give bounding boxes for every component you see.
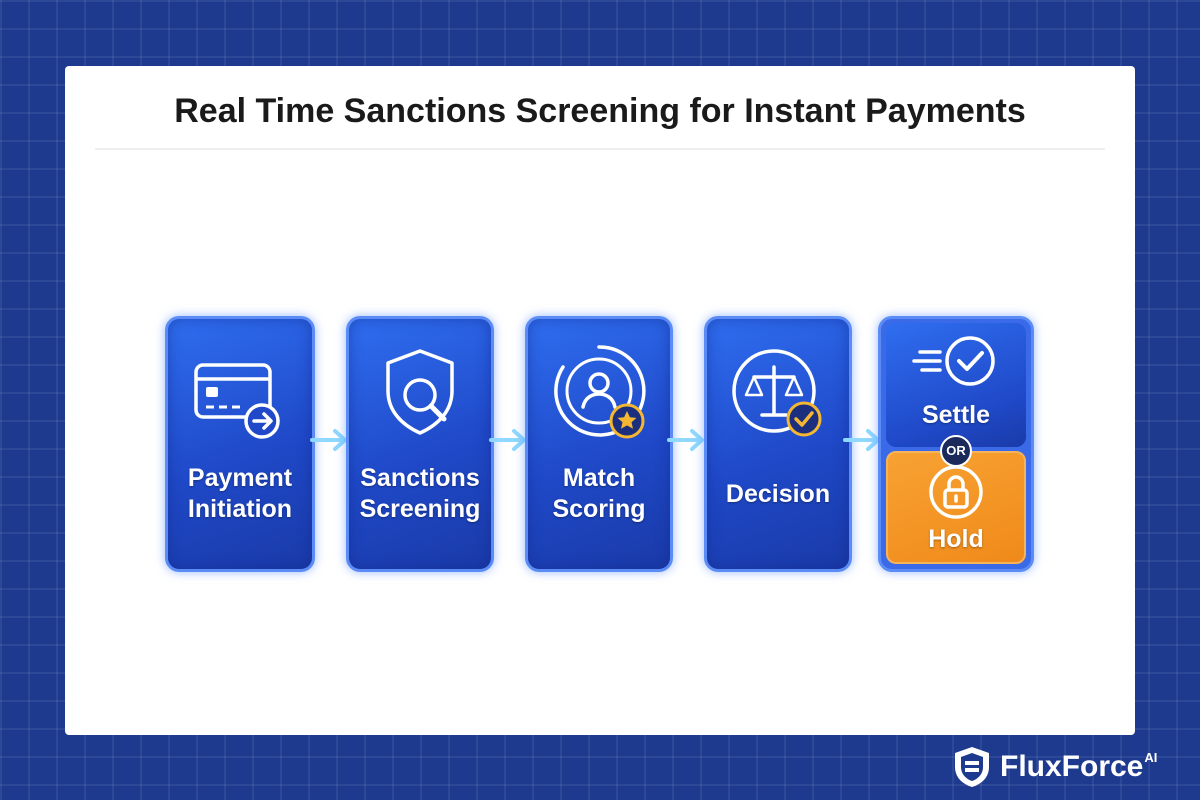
outcome-settle: Settle xyxy=(886,323,1026,447)
outcome-hold: Hold xyxy=(886,451,1026,564)
brand-logo: FluxForce AI xyxy=(952,742,1157,792)
shield-logo-icon xyxy=(955,747,989,787)
arrow-right-icon xyxy=(310,429,347,451)
title-divider xyxy=(95,148,1105,150)
arrow-right-icon xyxy=(843,429,880,451)
scales-check-icon xyxy=(707,343,849,447)
hold-label: Hold xyxy=(928,525,984,553)
brand-name: FluxForce xyxy=(1000,750,1144,783)
lock-icon xyxy=(888,463,1024,521)
settle-label: Settle xyxy=(921,401,991,429)
shield-search-icon xyxy=(349,345,491,441)
step-label: Decision xyxy=(725,480,831,508)
step-sanctions-screening: Sanctions Screening xyxy=(346,316,494,572)
step-decision: Decision xyxy=(704,316,852,572)
step-label: Sanctions Screening xyxy=(359,464,481,523)
step-label: Payment Initiation xyxy=(187,464,293,523)
outcome-box: Settle Hold OR xyxy=(878,316,1034,572)
diagram-title: Real Time Sanctions Screening for Instan… xyxy=(174,92,1026,130)
arrow-right-icon xyxy=(489,429,526,451)
or-badge: OR xyxy=(940,435,972,467)
step-label: Match Scoring xyxy=(552,464,646,523)
step-match-scoring: Match Scoring xyxy=(525,316,673,572)
step-payment-initiation: Payment Initiation xyxy=(165,316,315,572)
credit-card-arrow-icon xyxy=(168,357,312,443)
arrow-right-icon xyxy=(667,429,704,451)
target-user-star-icon xyxy=(528,341,670,445)
brand-suffix: AI xyxy=(1144,750,1158,765)
fast-check-icon xyxy=(886,335,1026,389)
